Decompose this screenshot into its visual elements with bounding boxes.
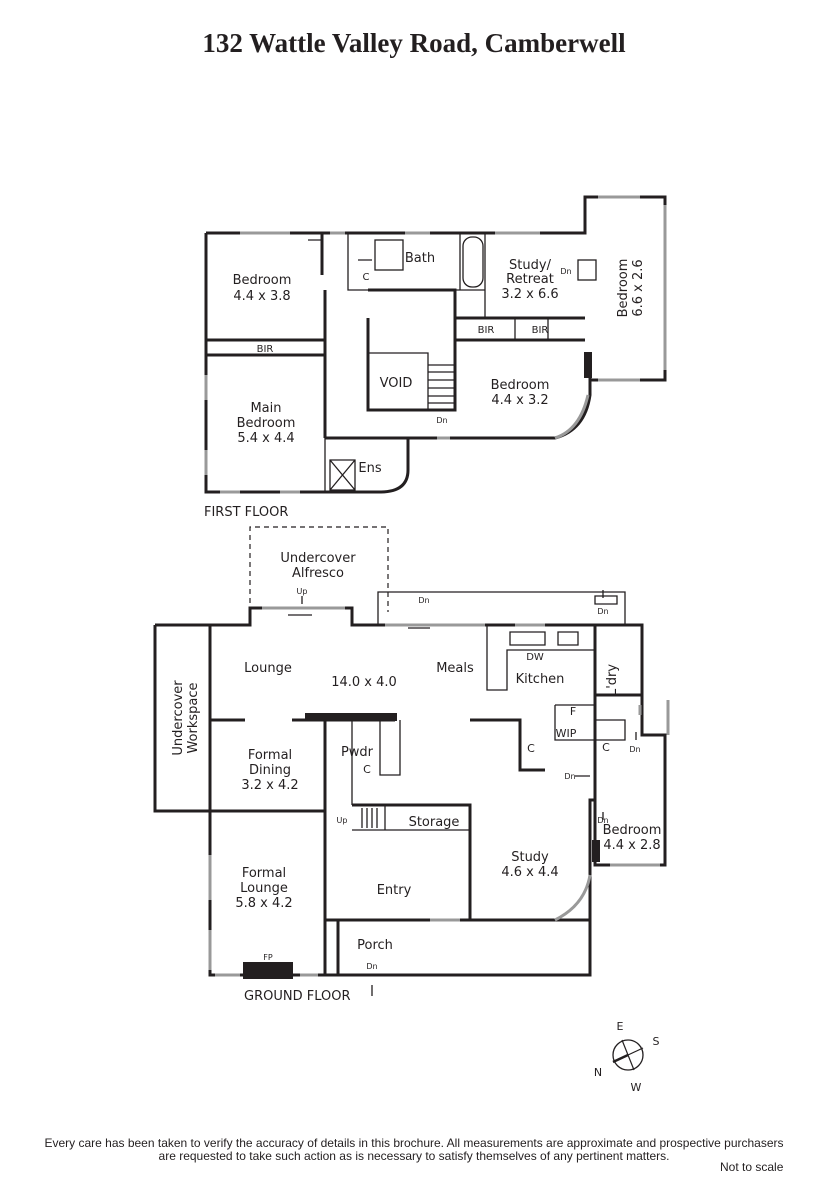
bir-1: BIR [257,344,274,355]
steps-down-porch: Dn [366,962,377,971]
room-ens: Ens [358,461,381,476]
compass-e: E [617,1020,624,1033]
room-bath: Bath [405,251,435,266]
cupboard-hall: C [527,742,535,755]
room-meals: Meals [436,661,474,676]
page-title: 132 Wattle Valley Road, Camberwell [202,28,626,58]
room-formal-dining-2: Dining [249,763,291,778]
cupboard-laundry: C [602,741,610,754]
bir-3: BIR [532,325,549,336]
disclaimer-line-1: Every care has been taken to verify the … [44,1136,784,1150]
room-bedroom-ground-size: 4.4 x 2.8 [603,838,660,853]
room-workspace-2: Workspace [186,682,201,753]
steps-down-bedroom: Dn [597,816,608,825]
room-kitchen: Kitchen [516,672,565,687]
cupboard: C [363,272,370,283]
disclaimer-line-2: are requested to take such action as is … [158,1149,670,1163]
room-lounge: Lounge [244,661,292,676]
room-bedroom-3: Bedroom [491,378,550,393]
disclaimer: Every care has been taken to verify the … [0,1137,828,1163]
room-study: Study/ [509,258,552,273]
steps-down-ens: Dn [629,745,640,754]
room-alfresco: Undercover [280,551,356,566]
steps-down: Dn [560,267,571,276]
steps-down-deck: Dn [418,596,429,605]
room-study: Study [511,850,549,865]
compass-w: W [631,1081,642,1094]
bir-2: BIR [478,325,495,336]
room-bedroom-3-size: 4.4 x 3.2 [491,393,548,408]
room-main-bedroom-size: 5.4 x 4.4 [237,431,294,446]
room-porch: Porch [357,938,393,953]
room-bedroom-1: Bedroom [233,273,292,288]
room-formal-lounge-2: Lounge [240,881,288,896]
room-storage: Storage [409,815,460,830]
fridge: F [570,705,576,718]
room-retreat: Retreat [506,272,554,287]
steps-up-alfresco: Up [297,587,308,596]
dishwasher: DW [526,652,544,663]
room-main-bedroom-2: Bedroom [237,416,296,431]
ground-floor-walls [153,526,670,979]
room-alfresco-2: Alfresco [292,566,344,581]
steps-down-hall: Dn [564,772,575,781]
cupboard-pwdr: C [363,763,371,776]
compass-n: N [594,1066,602,1079]
fireplace: FP [263,953,273,962]
room-bedroom-1-size: 4.4 x 3.8 [233,289,290,304]
room-workspace: Undercover [171,680,186,756]
ground-floor-labels: Undercover Alfresco Undercover Workspace… [171,551,661,1004]
compass-rose: E S N W [594,1020,660,1094]
room-powder: Pwdr [341,745,374,760]
stair-arrows [288,590,637,996]
stairs-down: Dn [436,416,447,425]
room-bedroom-east-size: 6.6 x 2.6 [631,259,646,316]
room-formal-dining-size: 3.2 x 4.2 [241,778,298,793]
room-laundry: L'dry [605,664,620,696]
not-to-scale-note: Not to scale [720,1160,784,1174]
svg-text:Bedroom: Bedroom [233,273,292,288]
room-formal-dining: Formal [248,748,292,763]
room-formal-lounge-size: 5.8 x 4.2 [235,896,292,911]
steps-down-laundry: Dn [597,607,608,616]
first-floor-label: FIRST FLOOR [204,505,288,520]
room-living-size: 14.0 x 4.0 [331,675,397,690]
room-wip: WIP [556,727,577,740]
room-bedroom-east: Bedroom [616,259,631,318]
room-bedroom-ground: Bedroom [603,823,662,838]
room-study-size: 3.2 x 6.6 [501,287,558,302]
room-main-bedroom: Main [250,401,281,416]
compass-s: S [653,1035,660,1048]
room-entry: Entry [377,883,412,898]
void: VOID [380,376,413,391]
ground-floor-label: GROUND FLOOR [244,989,350,1004]
room-formal-lounge: Formal [242,866,286,881]
room-study-size: 4.6 x 4.4 [501,865,558,880]
first-floor-walls [204,195,667,494]
stairs-up: Up [337,816,348,825]
first-floor-labels: Bedroom 4.4 x 3.8 Main Bedroom 5.4 x 4.4… [204,251,646,520]
